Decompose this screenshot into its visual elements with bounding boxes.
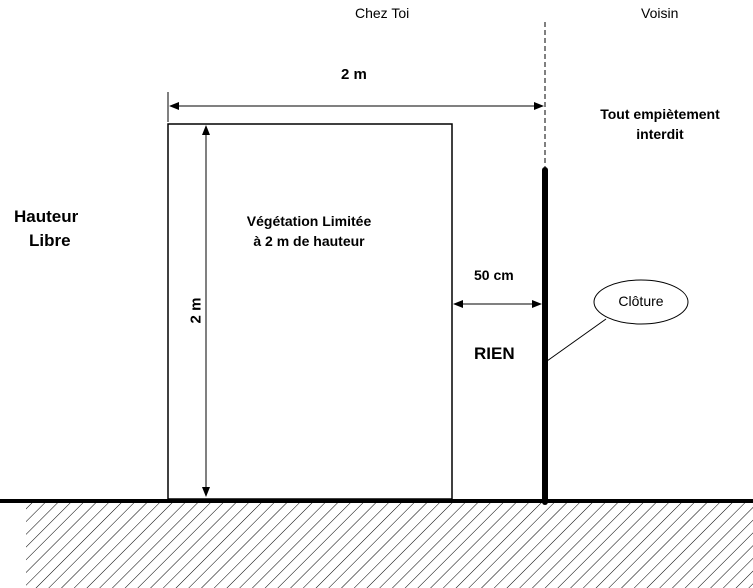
- hauteur-line2: Libre: [29, 231, 71, 250]
- cloture-label: Clôture: [618, 293, 664, 309]
- hauteur-line1: Hauteur: [14, 207, 79, 226]
- vegetation-label: Végétation Limitée à 2 m de hauteur: [224, 211, 394, 251]
- vegetation-zone: [167, 123, 453, 500]
- vegetation-line1: Végétation Limitée: [246, 213, 372, 229]
- chez-toi-label: Chez Toi: [355, 5, 410, 21]
- cloture-callout-line: [546, 318, 607, 362]
- tout-empietement-line2: interdit: [636, 126, 684, 142]
- rien-label: RIEN: [474, 344, 515, 363]
- ground-hatch: [26, 503, 753, 588]
- tout-empietement-line1: Tout empiètement: [600, 106, 720, 122]
- width-dimension-label: 2 m: [341, 66, 367, 83]
- hauteur-libre-label: Hauteur Libre: [14, 205, 104, 253]
- height-dimension-label: 2 m: [187, 297, 205, 324]
- cloture-callout-bubble: [593, 279, 689, 325]
- gap-dimension-label: 50 cm: [474, 267, 514, 283]
- voisin-label: Voisin: [641, 5, 679, 21]
- vegetation-line2: à 2 m de hauteur: [253, 233, 365, 249]
- tout-empietement-label: Tout empiètement interdit: [600, 104, 720, 144]
